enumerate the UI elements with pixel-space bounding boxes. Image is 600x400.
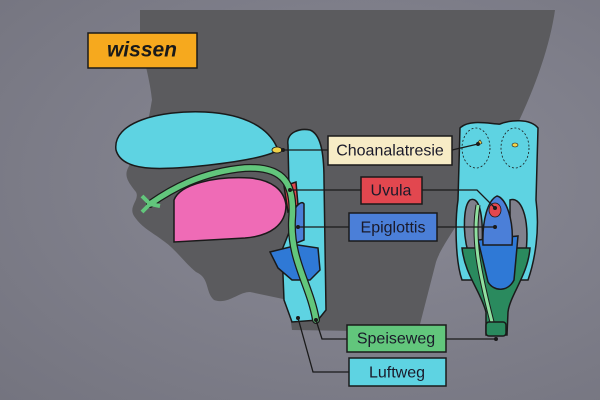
label-speiseweg: Speiseweg [346, 324, 447, 353]
title-text: wissen [107, 39, 177, 62]
choana-spot [271, 146, 283, 154]
label-epiglottis: Epiglottis [348, 212, 438, 242]
frontal-view [455, 120, 539, 337]
label-text: Epiglottis [361, 220, 426, 237]
leader-lines [283, 143, 496, 373]
frontal-larynx [477, 235, 519, 290]
pointer-dots [281, 142, 498, 341]
label-text: Speiseweg [357, 331, 435, 348]
label-text: Choanalatresie [336, 143, 444, 160]
label-text: Luftweg [369, 365, 425, 382]
lips-branch-icon [140, 194, 161, 214]
label-uvula: Uvula [360, 176, 423, 205]
label-text: Uvula [371, 183, 412, 200]
label-choanalatresie: Choanalatresie [327, 135, 453, 166]
food-pathway-fill [147, 165, 319, 323]
head-silhouette [126, 10, 555, 332]
label-luftweg: Luftweg [348, 357, 447, 387]
title-badge: wissen [87, 32, 198, 69]
tongue [173, 176, 287, 243]
